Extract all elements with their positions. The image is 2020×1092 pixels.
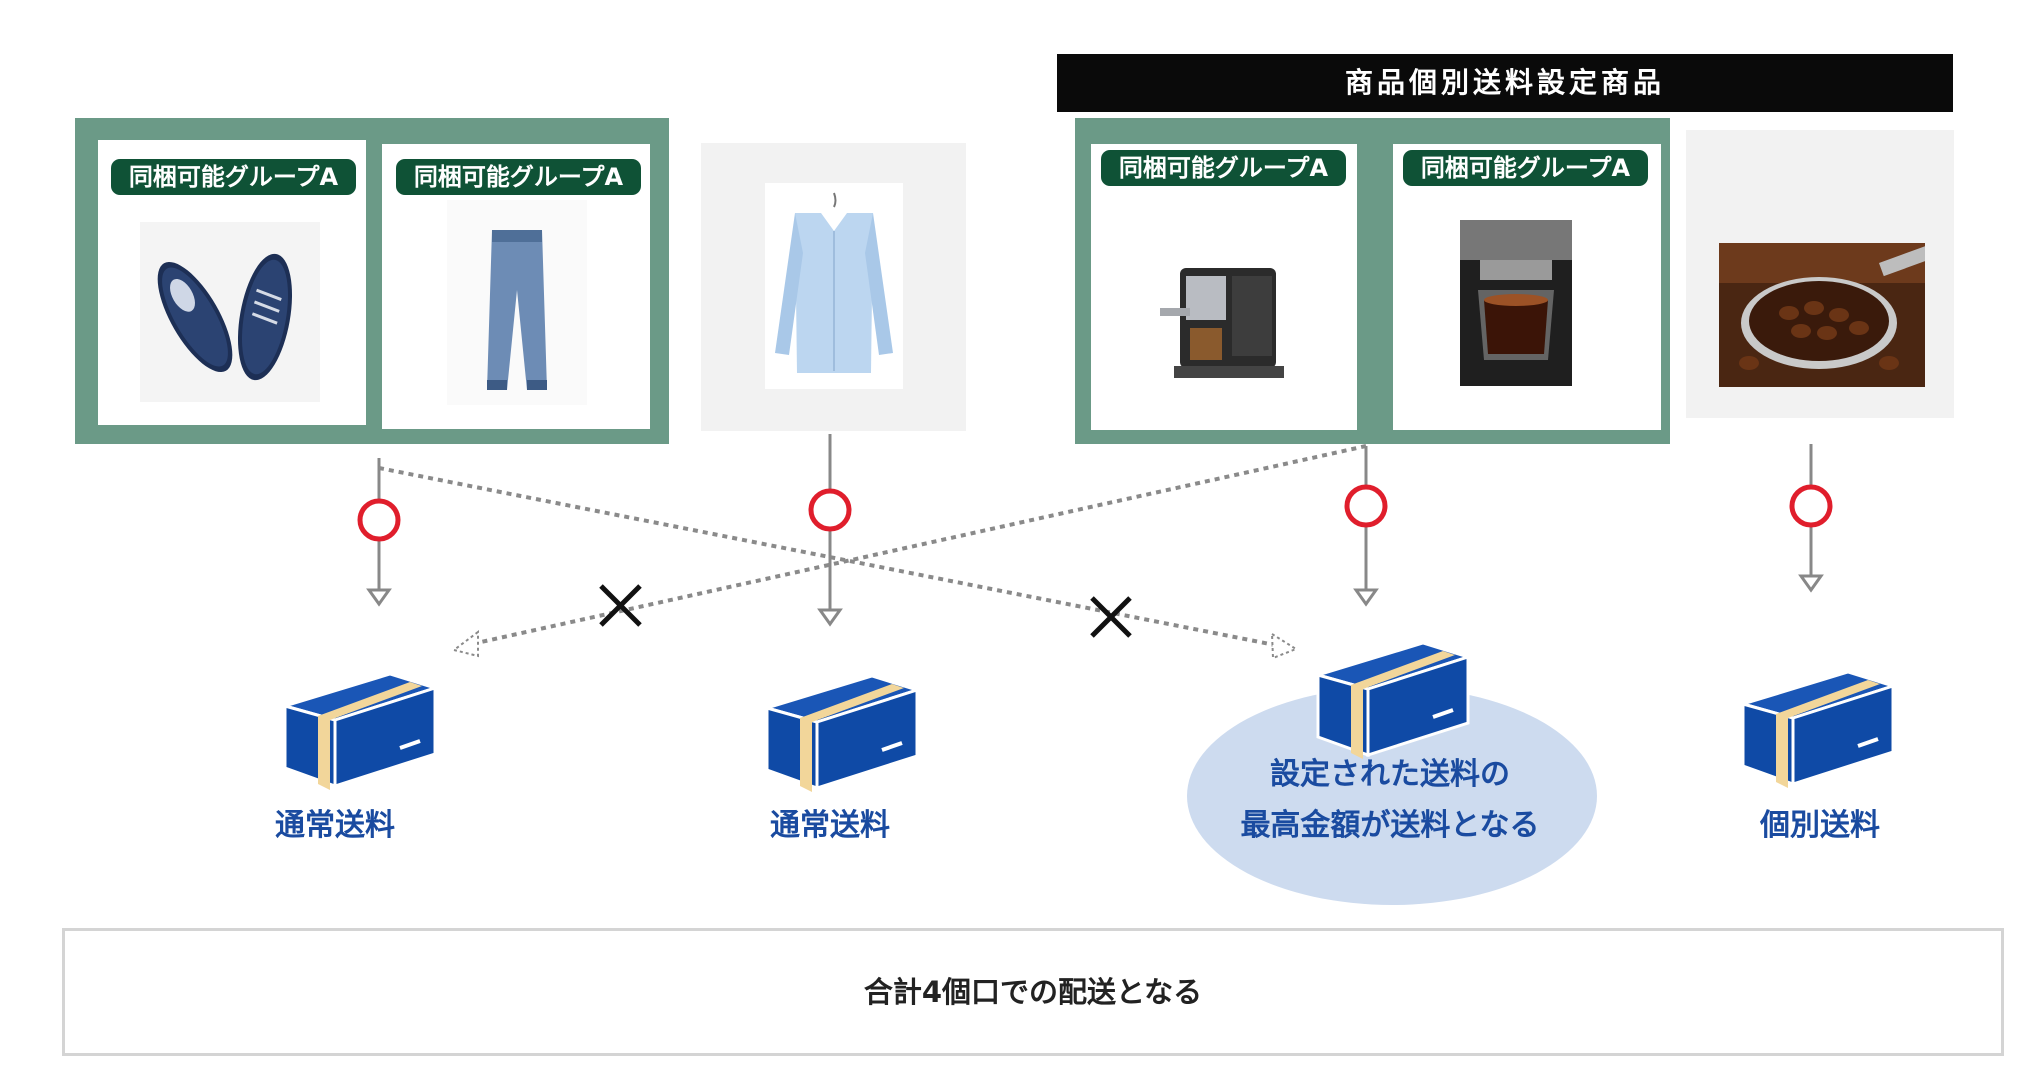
result-label-box3-line2: 最高金額が送料となる bbox=[1240, 808, 1540, 843]
result-label-box3-line1: 設定された送料の bbox=[1270, 757, 1510, 792]
ok-circle-group1 bbox=[357, 498, 401, 542]
result-label-box2: 通常送料 bbox=[770, 808, 890, 843]
ok-circle-shirt bbox=[808, 488, 852, 532]
bundle-tag-jeans: 同梱可能グループA bbox=[396, 159, 641, 195]
ok-circle-beans bbox=[1789, 484, 1833, 528]
shoes-photo bbox=[140, 222, 320, 402]
bundle-tag-shoes: 同梱可能グループA bbox=[111, 159, 356, 195]
coffee-cup-photo bbox=[1460, 220, 1572, 386]
shipping-box-3 bbox=[1313, 641, 1473, 759]
shipping-box-4 bbox=[1738, 670, 1898, 788]
espresso-machine-photo bbox=[1150, 248, 1292, 390]
result-label-box4: 個別送料 bbox=[1760, 808, 1880, 843]
ng-cross-right bbox=[1090, 596, 1132, 638]
dotted-arrow-group2-to-box1 bbox=[471, 444, 1367, 646]
summary-text: 合計4個口での配送となる bbox=[863, 975, 1203, 1009]
ok-circle-group2 bbox=[1344, 484, 1388, 528]
dotted-arrow-group1-to-box3 bbox=[378, 466, 1281, 648]
result-label-box1: 通常送料 bbox=[275, 808, 395, 843]
ng-cross-left bbox=[599, 584, 642, 627]
coffee-beans-photo bbox=[1719, 243, 1925, 387]
shirt-photo bbox=[765, 183, 903, 389]
jeans-photo bbox=[447, 200, 587, 405]
shipping-box-1 bbox=[280, 672, 440, 790]
summary-box: 合計4個口での配送となる bbox=[62, 928, 2004, 1056]
shipping-box-2 bbox=[762, 674, 922, 792]
bundle-tag-espresso: 同梱可能グループA bbox=[1101, 150, 1346, 186]
bundle-tag-coffee-cup: 同梱可能グループA bbox=[1403, 150, 1648, 186]
individual-shipping-header: 商品個別送料設定商品 bbox=[1057, 54, 1953, 112]
